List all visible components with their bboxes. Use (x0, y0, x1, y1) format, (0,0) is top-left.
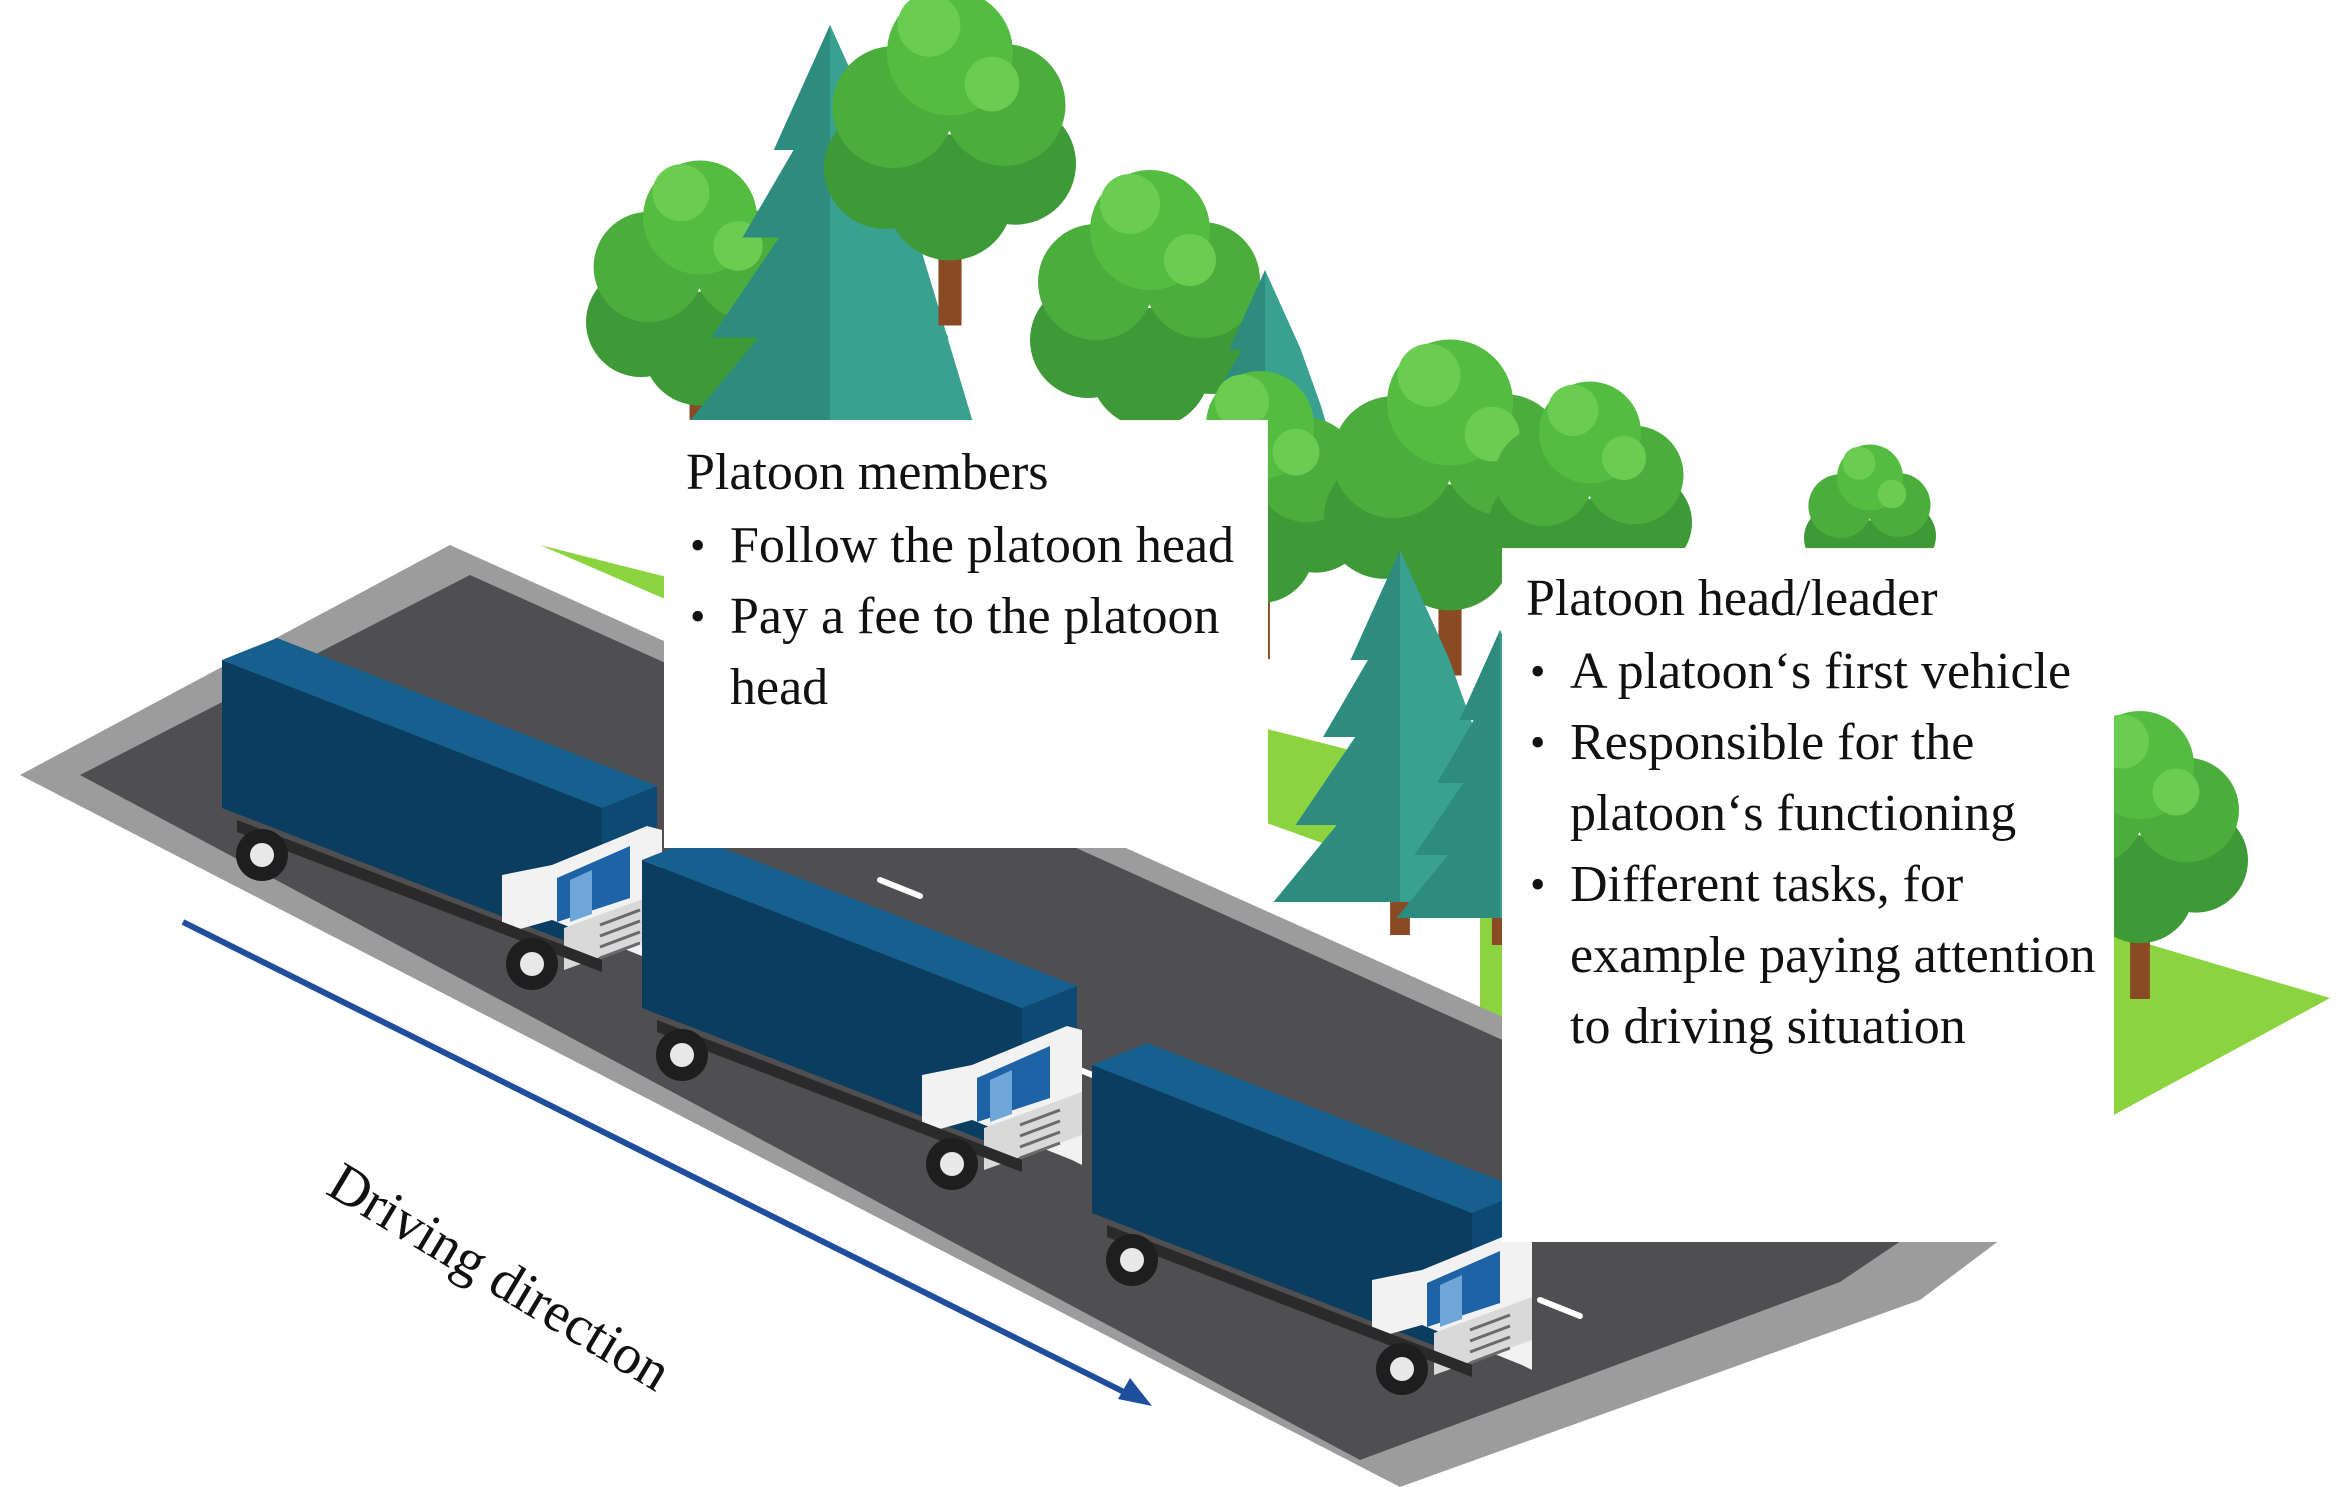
platoon-members-callout: Platoon members •Follow the platoon head… (664, 420, 1268, 848)
bullet-icon: • (690, 592, 706, 641)
list-item: •Follow the platoon head (686, 510, 1248, 581)
list-item: •A platoon‘s first vehicle (1526, 636, 2104, 707)
platoon-head-list: •A platoon‘s first vehicle •Responsible … (1526, 636, 2104, 1062)
platoon-head-callout: Platoon head/leader •A platoon‘s first v… (1502, 548, 2114, 1242)
platoon-members-list: •Follow the platoon head •Pay a fee to t… (686, 510, 1248, 723)
driving-direction-arrow (181, 919, 1152, 1406)
bullet-icon: • (1530, 718, 1546, 767)
platoon-head-title: Platoon head/leader (1526, 570, 1938, 627)
list-item: •Different tasks, for example paying att… (1526, 849, 2104, 1062)
bullet-icon: • (1530, 647, 1546, 696)
list-item: •Responsible for the platoon‘s functioni… (1526, 707, 2104, 849)
bullet-icon: • (690, 521, 706, 570)
platoon-members-title: Platoon members (686, 444, 1049, 501)
list-item: •Pay a fee to the platoon head (686, 581, 1248, 723)
bullet-icon: • (1530, 860, 1546, 909)
